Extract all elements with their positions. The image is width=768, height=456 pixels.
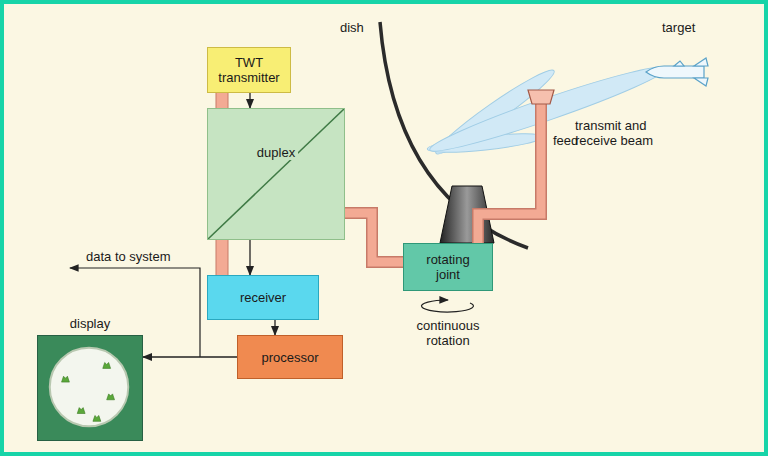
part-label: dish: [340, 20, 364, 35]
waveguide-outline: [345, 213, 403, 262]
waveguide-connector: [345, 213, 403, 262]
signal-arrow: [274, 320, 275, 335]
part-label: target: [662, 20, 695, 35]
processor-box: processor: [237, 335, 343, 379]
box-label: receiver: [240, 290, 286, 305]
rotation-arrow: [421, 300, 473, 312]
duplexer-box: duplex: [207, 108, 345, 240]
transmitter-box: TWT transmitter: [207, 47, 291, 93]
beam-lobes: [426, 58, 670, 161]
part-label: data to system: [86, 249, 171, 264]
part-label: feed: [553, 133, 578, 148]
box-label: duplex: [254, 145, 298, 160]
signal-arrow: [249, 240, 250, 275]
box-label: rotating joint: [417, 252, 479, 282]
display-unit: display: [37, 335, 143, 441]
box-label: processor: [261, 350, 318, 365]
diagonal-line: [208, 109, 344, 239]
receiver-box: receiver: [207, 275, 319, 320]
rotating-joint-box: rotating joint: [403, 243, 493, 291]
display-heading: display: [38, 316, 142, 331]
target-missile: [646, 58, 708, 86]
signal-arrow: [143, 356, 237, 357]
signal-arrow: [249, 93, 250, 108]
display-screen: [38, 336, 142, 440]
feed-horn: [528, 90, 554, 104]
part-label: transmit and receive beam: [575, 118, 670, 148]
box-label: TWT transmitter: [214, 55, 284, 85]
part-label: continuous rotation: [407, 318, 489, 348]
feed-waveguide: [478, 104, 541, 243]
duplexer-diagonal: [208, 109, 344, 239]
